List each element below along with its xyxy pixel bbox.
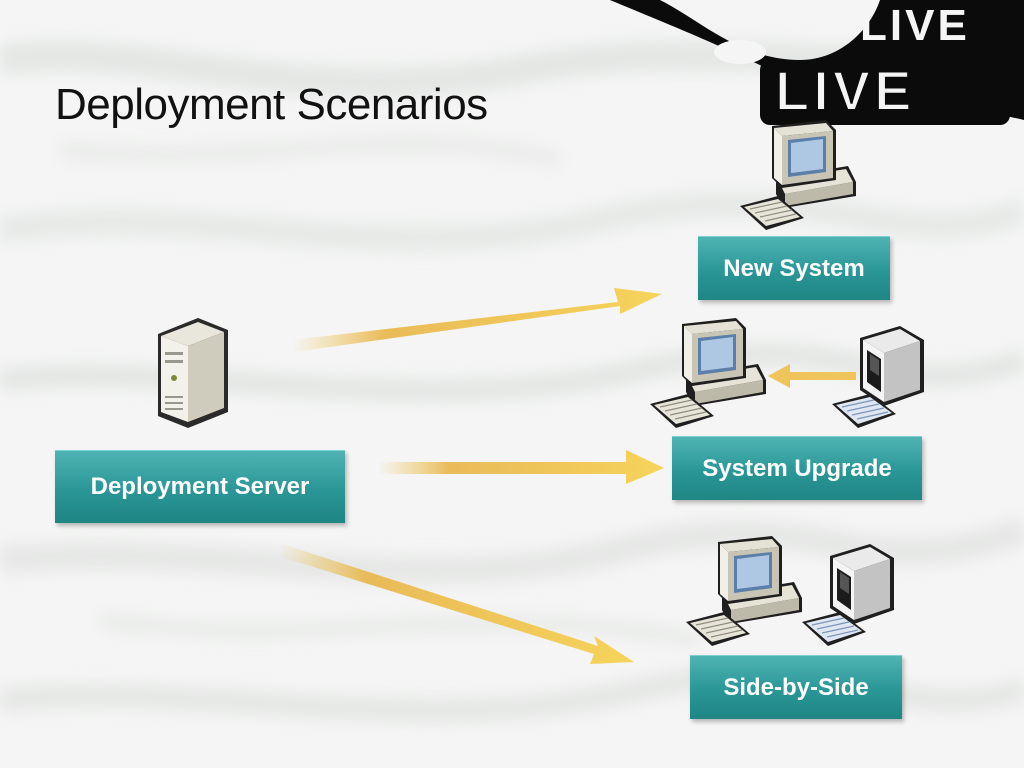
arrow-to-side-by-side: [278, 544, 634, 664]
svg-text:LIVE: LIVE: [860, 1, 970, 50]
system-upgrade-box: System Upgrade: [672, 436, 922, 500]
server-icon: [158, 318, 228, 428]
side-by-side-box: Side-by-Side: [690, 655, 902, 719]
new-system-box: New System: [698, 236, 890, 300]
system-upgrade-label: System Upgrade: [702, 454, 892, 482]
side-by-side-label: Side-by-Side: [723, 673, 869, 701]
slide-title: Deployment Scenarios: [55, 80, 488, 129]
arrow-to-upgrade: [378, 450, 664, 484]
deployment-server-label: Deployment Server: [90, 473, 310, 500]
logo-text: LIVE: [775, 59, 915, 122]
new-system-label: New System: [723, 254, 865, 282]
deployment-server-box: Deployment Server: [55, 450, 345, 523]
arrow-to-new-system: [292, 288, 662, 352]
side-new-computer-icon: [802, 544, 894, 646]
live-logo: LIVE LIVE: [610, 0, 1024, 125]
arrow-migrate: [768, 364, 856, 388]
upgrade-old-computer-icon: [650, 318, 766, 428]
new-system-computer-icon: [740, 120, 856, 230]
side-old-computer-icon: [686, 536, 802, 646]
upgrade-new-computer-icon: [832, 326, 924, 428]
